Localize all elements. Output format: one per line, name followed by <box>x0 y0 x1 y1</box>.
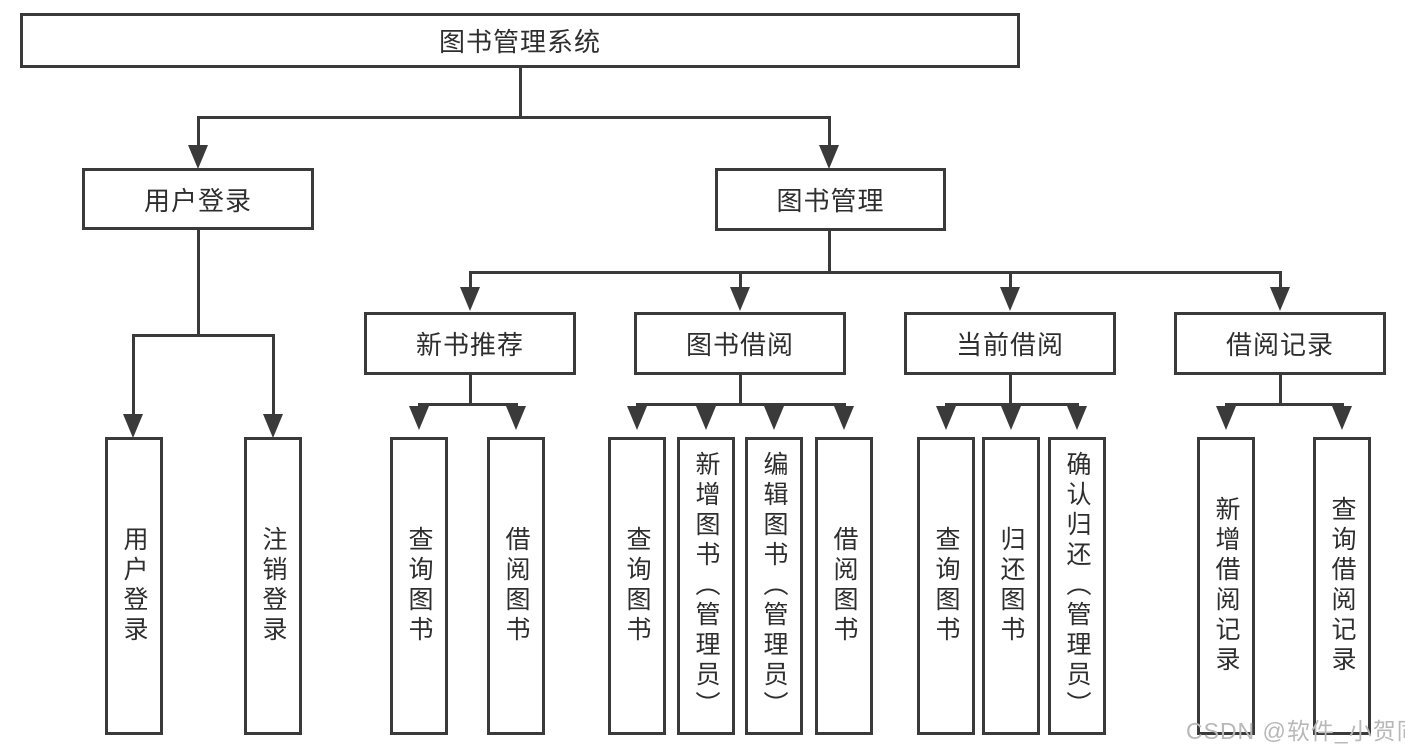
connector-recommend-rail <box>418 403 518 406</box>
arrowhead-to-leaf-search-1 <box>409 406 429 430</box>
watermark: CSDN @软件_小贺同学 <box>1186 718 1405 744</box>
connector-user-login-rail <box>132 334 274 337</box>
arrowhead-to-leaf-confirm-return <box>1067 406 1087 430</box>
arrowhead-to-leaf-edit-books <box>764 406 784 430</box>
connector-recommend-stem <box>469 375 472 406</box>
connector-root-drop-right <box>828 116 831 148</box>
arrowhead-to-current-borrowing <box>1000 287 1020 311</box>
arrowhead-to-leaf-add-books <box>696 406 716 430</box>
node-book-management: 图书管理 <box>715 168 946 231</box>
connector-book-mgmt-drop-1 <box>469 271 472 288</box>
node-book-borrowing: 图书借阅 <box>634 312 846 375</box>
arrowhead-to-leaf-logout <box>263 414 283 438</box>
connector-book-mgmt-drop-4 <box>1279 271 1282 288</box>
leaf-search-books-borrowing: 查询图书 <box>608 437 666 735</box>
arrowhead-to-leaf-search-3 <box>936 406 956 430</box>
node-borrowing-records: 借阅记录 <box>1174 312 1386 375</box>
leaf-user-login: 用户登录 <box>105 437 163 735</box>
leaf-search-borrow-record: 查询借阅记录 <box>1313 437 1371 735</box>
connector-book-mgmt-drop-2 <box>739 271 742 288</box>
connector-current-stem <box>1009 375 1012 406</box>
arrowhead-to-borrowing-records <box>1270 287 1290 311</box>
arrowhead-to-leaf-borrow-2 <box>834 406 854 430</box>
connector-borrowing-stem <box>739 375 742 406</box>
node-root-library-system: 图书管理系统 <box>20 13 1020 68</box>
connector-root-drop-left <box>197 116 200 148</box>
connector-user-login-drop-1 <box>132 334 135 416</box>
node-current-borrowing: 当前借阅 <box>904 312 1116 375</box>
leaf-borrow-books-recommend: 借阅图书 <box>487 437 545 735</box>
leaf-edit-books-admin: 编辑图书（管理员） <box>745 437 803 735</box>
arrowhead-to-book-management <box>819 145 839 169</box>
arrowhead-to-leaf-search-2 <box>627 406 647 430</box>
node-user-login: 用户登录 <box>82 168 314 230</box>
connector-user-login-stem <box>197 230 200 336</box>
connector-root-rail <box>197 116 831 119</box>
connector-records-rail <box>1225 403 1344 406</box>
arrowhead-to-user-login <box>188 145 208 169</box>
connector-borrowing-rail <box>636 403 846 406</box>
leaf-return-books: 归还图书 <box>982 437 1040 735</box>
arrowhead-to-leaf-borrow-1 <box>506 406 526 430</box>
connector-user-login-drop-2 <box>272 334 275 416</box>
leaf-search-books-recommend: 查询图书 <box>390 437 448 735</box>
connector-book-mgmt-drop-3 <box>1009 271 1012 288</box>
leaf-search-books-current: 查询图书 <box>917 437 975 735</box>
connector-root-stem <box>519 68 522 118</box>
arrowhead-to-leaf-search-record <box>1332 406 1352 430</box>
arrowhead-to-leaf-user-login <box>123 414 143 438</box>
arrowhead-to-leaf-add-record <box>1216 406 1236 430</box>
arrowhead-to-new-book-recommendation <box>460 287 480 311</box>
node-new-book-recommendation: 新书推荐 <box>364 312 576 375</box>
connector-book-mgmt-rail <box>469 271 1282 274</box>
leaf-confirm-return-admin: 确认归还（管理员） <box>1048 437 1106 735</box>
connector-records-stem <box>1279 375 1282 406</box>
leaf-add-books-admin: 新增图书（管理员） <box>677 437 735 735</box>
connector-book-mgmt-stem <box>828 231 831 274</box>
leaf-add-borrow-record: 新增借阅记录 <box>1197 437 1255 735</box>
arrowhead-to-leaf-return <box>1001 406 1021 430</box>
arrowhead-to-book-borrowing <box>730 287 750 311</box>
leaf-borrow-books-borrowing: 借阅图书 <box>815 437 873 735</box>
leaf-logout: 注销登录 <box>244 437 302 735</box>
connector-current-rail <box>945 403 1079 406</box>
